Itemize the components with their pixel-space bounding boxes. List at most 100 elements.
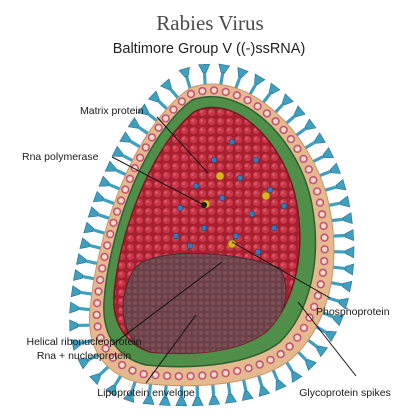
label-phosphoprotein: Phosphoprotein xyxy=(316,306,390,318)
glycoprotein-spike xyxy=(330,280,353,293)
phosphoprotein-particle xyxy=(254,248,262,256)
envelope-bead xyxy=(319,221,328,231)
envelope-bead xyxy=(293,333,302,342)
glycoprotein-spike xyxy=(105,375,123,397)
envelope-bead xyxy=(147,133,157,142)
glycoprotein-spike xyxy=(104,160,127,177)
phosphoprotein-particle xyxy=(252,156,260,164)
envelope-bead xyxy=(94,287,103,296)
glycoprotein-spike xyxy=(70,285,93,298)
glycoprotein-spike xyxy=(257,375,271,397)
envelope-bead xyxy=(209,370,219,379)
diagram-title: Rabies Virus xyxy=(156,11,263,35)
envelope-bead xyxy=(198,86,207,96)
envelope-bead xyxy=(310,302,319,311)
phosphoprotein-particle xyxy=(232,232,240,240)
phosphoprotein-particle xyxy=(228,138,236,146)
envelope-bead xyxy=(313,291,323,300)
glycoprotein-spike xyxy=(122,381,137,403)
glycoprotein-spike xyxy=(119,131,141,149)
envelope-bead-ring xyxy=(92,86,329,381)
glycoprotein-spike xyxy=(271,369,287,392)
envelope-bead xyxy=(101,344,110,353)
label-rna-nucleoprotein: Rna + nucleoprotein xyxy=(37,350,131,362)
envelope-bead xyxy=(108,353,118,362)
internal-proteins xyxy=(172,138,288,256)
envelope-bead xyxy=(112,207,122,216)
glycoprotein-spike xyxy=(333,229,354,242)
glycoprotein-spike xyxy=(208,384,221,406)
envelope-bead xyxy=(121,185,130,194)
envelope-bead xyxy=(304,165,313,174)
envelope-bead xyxy=(92,299,102,308)
glycoprotein-leader xyxy=(297,301,357,377)
envelope-bead xyxy=(286,134,296,144)
envelope-bead xyxy=(116,196,126,205)
glycoprotein-spike xyxy=(333,246,355,259)
envelope-bead xyxy=(139,369,148,379)
diagram-subtitle: Baltimore Group V ((-)ssRNA) xyxy=(113,41,306,57)
phosphoprotein-particle xyxy=(200,224,208,232)
rna-polymerase-particle xyxy=(261,191,271,201)
envelope-bead xyxy=(221,368,230,378)
lipoprotein-leader xyxy=(145,314,197,384)
glycoprotein-spike xyxy=(285,105,306,125)
envelope-bead xyxy=(244,364,253,373)
helical-leader xyxy=(111,261,223,346)
glycoprotein-spike xyxy=(77,353,100,370)
envelope-bead xyxy=(93,322,102,331)
envelope-bead xyxy=(209,86,219,95)
envelope-bead xyxy=(221,87,230,97)
glycoprotein-spike xyxy=(315,325,337,343)
phosphoprotein-particle xyxy=(172,232,180,240)
glycoprotein-spike xyxy=(73,269,95,281)
envelope-bead xyxy=(317,210,327,219)
glycoprotein-spike xyxy=(304,132,326,150)
glycoprotein-spike xyxy=(312,147,335,163)
label-rna-polymerase: Rna polymerase xyxy=(22,151,99,163)
phosphoprotein-particle xyxy=(266,186,274,194)
phosphoprotein-particle xyxy=(218,194,226,202)
glycoprotein-spike xyxy=(83,221,105,235)
envelope-bead xyxy=(318,268,328,277)
glycoprotein-spike xyxy=(75,253,98,265)
glycoprotein-spike xyxy=(262,82,281,104)
glycoprotein-spike xyxy=(92,190,115,206)
glycoprotein-spike xyxy=(328,195,351,208)
envelope-bead xyxy=(186,371,195,381)
glycoprotein-spike xyxy=(127,117,149,135)
envelope-bead xyxy=(97,264,107,273)
envelope-bead xyxy=(320,233,329,242)
envelope-bead xyxy=(177,97,187,106)
glycoprotein-spike xyxy=(234,67,249,89)
glycoprotein-spike xyxy=(69,319,90,332)
glycoprotein-spike xyxy=(87,206,110,220)
envelope-bead xyxy=(285,342,294,351)
label-lipoprotein-envelope: Lipoprotein envelope xyxy=(97,387,195,399)
envelope-bead xyxy=(162,371,172,380)
envelope-bead xyxy=(154,123,163,132)
glycoprotein-spike xyxy=(333,263,355,276)
envelope-bead xyxy=(266,355,275,365)
envelope-bead xyxy=(128,366,137,375)
phosphoprotein-particle xyxy=(210,156,218,164)
envelope-bead xyxy=(105,229,115,239)
envelope-bead xyxy=(293,144,302,154)
envelope-bead xyxy=(309,176,318,185)
glycoprotein-spikes xyxy=(69,63,355,407)
glycoprotein-spike xyxy=(69,301,91,314)
glycoprotein-spike xyxy=(295,118,317,137)
envelope-bead xyxy=(135,153,145,162)
label-matrix-protein: Matrix protein xyxy=(80,105,144,117)
glycoprotein-spike xyxy=(175,385,188,407)
glycoprotein-spike xyxy=(297,350,317,371)
rna-polymerase-particle xyxy=(215,171,225,181)
glycoprotein-spike xyxy=(98,175,121,191)
matrix-protein-leader xyxy=(156,116,209,174)
envelope-bead xyxy=(276,349,285,359)
envelope-bead xyxy=(186,89,196,99)
glycoprotein-spike xyxy=(142,383,155,405)
envelope-bead xyxy=(232,91,242,100)
